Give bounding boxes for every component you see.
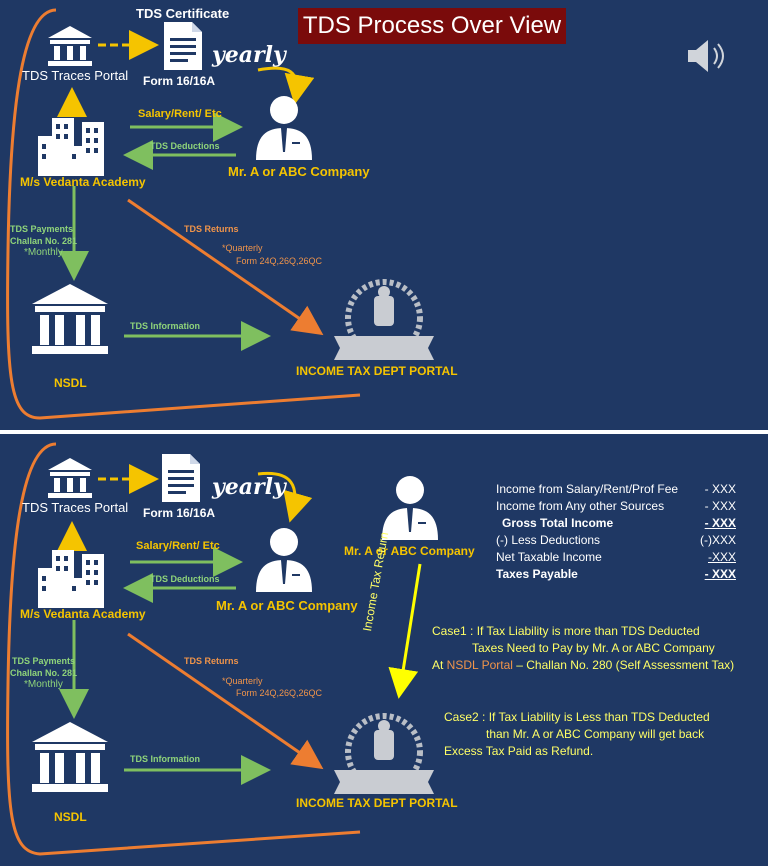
case1-line3: At NSDL Portal – Challan No. 280 (Self A… <box>432 658 735 672</box>
divider <box>0 430 768 434</box>
payee-label-right: Mr. A or ABC Company <box>344 544 475 558</box>
nsdl-portal-link: NSDL Portal <box>446 658 513 672</box>
person-icon <box>256 528 312 592</box>
traces-portal-label: TDS Traces Portal <box>22 68 129 83</box>
slide-detail: TDS Traces Portal Form 16/16A yearly Sal… <box>0 434 768 866</box>
document-icon <box>162 454 200 502</box>
tds-information-label: TDS Information <box>130 754 200 764</box>
employer-label: M/s Vedanta Academy <box>20 175 146 189</box>
tds-payments-label: TDS Payments <box>12 656 76 666</box>
computation-amount: - XXX <box>704 499 736 513</box>
case2-line3: Excess Tax Paid as Refund. <box>444 744 594 758</box>
yearly-label: yearly <box>212 42 286 68</box>
computation-row: Net Taxable Income -XXX <box>496 550 744 564</box>
computation-amount: - XXX <box>704 567 736 581</box>
computation-amount: -XXX <box>707 550 736 564</box>
case1-line2: Taxes Need to Pay by Mr. A or ABC Compan… <box>472 641 715 655</box>
payee-label: Mr. A or ABC Company <box>216 598 358 613</box>
buildings-icon <box>38 550 104 608</box>
case1-line1: Case1 : If Tax Liability is more than TD… <box>432 624 700 638</box>
tds-returns-label: TDS Returns <box>184 224 239 234</box>
loop-bracket <box>6 8 361 420</box>
flow-diagram-2 <box>6 442 438 856</box>
challan-281-label: Challan No. 281 <box>10 668 78 678</box>
tds-deductions-label: TDS Deductions <box>150 141 220 151</box>
quarterly-label: *Quarterly <box>222 676 263 686</box>
computation-label: Net Taxable Income <box>496 550 602 564</box>
computation-row: Taxes Payable - XXX <box>496 567 744 581</box>
page-title: TDS Process Over View <box>298 8 566 44</box>
form-label: Form 16/16A <box>143 74 216 88</box>
bank-icon <box>48 26 92 66</box>
computation-amount: (-)XXX <box>700 533 736 547</box>
loop-bracket <box>6 442 361 856</box>
payee-label: Mr. A or ABC Company <box>228 164 370 179</box>
monthly-label: *Monthly <box>24 679 63 690</box>
computation-label: Income from Any other Sources <box>496 499 665 513</box>
computation-label: Gross Total Income <box>502 516 614 530</box>
document-icon <box>164 22 202 70</box>
computation-amount: - XXX <box>704 482 736 496</box>
bank-icon <box>48 458 92 498</box>
challan-281-label: Challan No. 281 <box>10 236 78 246</box>
monthly-label: *Monthly <box>24 247 63 258</box>
speaker-icon[interactable] <box>688 40 724 72</box>
form-label: Form 16/16A <box>143 506 216 520</box>
computation-row: Gross Total Income - XXX <box>496 516 744 530</box>
nsdl-label: NSDL <box>54 376 87 390</box>
salary-label: Salary/Rent/ Etc <box>136 540 220 552</box>
computation-amount: - XXX <box>704 516 736 530</box>
computation-label: Taxes Payable <box>496 567 578 581</box>
employer-label: M/s Vedanta Academy <box>20 607 146 621</box>
computation-label: Income from Salary/Rent/Prof Fee <box>496 482 679 496</box>
quarterly-label: *Quarterly <box>222 243 263 253</box>
buildings-icon <box>38 118 104 176</box>
bank-icon <box>32 722 108 792</box>
tds-deductions-label: TDS Deductions <box>150 574 220 584</box>
itd-portal-label: INCOME TAX DEPT PORTAL <box>296 796 458 810</box>
flow-diagram-1 <box>6 8 724 420</box>
computation-row: Income from Salary/Rent/Prof Fee - XXX <box>496 482 744 496</box>
computation-label: (-) Less Deductions <box>496 533 601 547</box>
person-icon <box>382 476 438 540</box>
emblem-seal-icon <box>334 279 434 360</box>
nsdl-label: NSDL <box>54 810 87 824</box>
case2-line2: than Mr. A or ABC Company will get back <box>486 727 705 741</box>
case2-line1: Case2 : If Tax Liability is Less than TD… <box>444 710 710 724</box>
yearly-label: yearly <box>212 474 286 500</box>
salary-label: Salary/Rent/ Etc <box>138 108 222 120</box>
traces-portal-label: TDS Traces Portal <box>22 500 129 515</box>
computation-row: (-) Less Deductions (-)XXX <box>496 533 744 547</box>
itd-portal-label: INCOME TAX DEPT PORTAL <box>296 364 458 378</box>
tds-returns-label: TDS Returns <box>184 656 239 666</box>
person-icon <box>256 96 312 160</box>
slide-overview: TDS Process Over View TDS Certificate TD… <box>0 0 768 430</box>
quarterly-forms-label: Form 24Q,26Q,26QC <box>236 256 323 266</box>
tds-certificate-label: TDS Certificate <box>136 6 230 21</box>
computation-row: Income from Any other Sources - XXX <box>496 499 744 513</box>
emblem-seal-icon <box>334 713 434 794</box>
quarterly-forms-label: Form 24Q,26Q,26QC <box>236 688 323 698</box>
bank-icon <box>32 284 108 354</box>
tds-payments-label: TDS Payments <box>10 224 74 234</box>
tds-information-label: TDS Information <box>130 321 200 331</box>
